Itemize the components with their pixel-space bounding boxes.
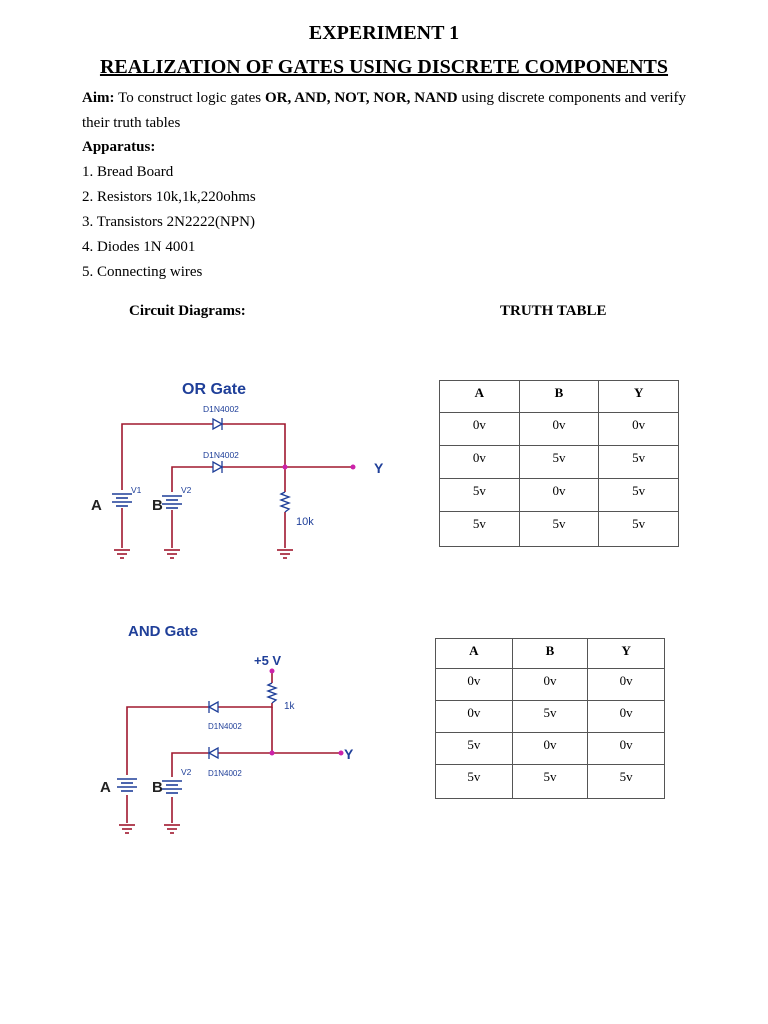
page-title: EXPERIMENT 1 xyxy=(308,22,460,44)
table-cell: 0v xyxy=(439,412,520,446)
table-cell: 0v xyxy=(598,412,679,446)
or-battery-a-icon xyxy=(112,493,132,507)
or-truth-table: A B Y 0v 0v 0v 0v 5v 5v 5v 0v 5v 5v 5v 5… xyxy=(439,380,679,547)
or-junction-node xyxy=(282,464,288,470)
or-diode-2-icon xyxy=(212,460,224,474)
and-diode-1-icon xyxy=(207,700,219,714)
table-cell: 5v xyxy=(598,445,679,479)
apparatus-label: Apparatus: xyxy=(82,139,156,155)
table-cell: 0v xyxy=(587,668,665,701)
table-cell: 5v xyxy=(598,478,679,512)
table-cell: 0v xyxy=(511,732,589,765)
or-input-b-label: B xyxy=(152,497,163,514)
or-diode-1-label: D1N4002 xyxy=(203,404,239,414)
table-row: 5v 0v 5v xyxy=(439,478,679,512)
aim-gates: OR, AND, NOT, NOR, NAND xyxy=(264,90,458,106)
and-gate-circuit: AND Gate +5 V 1k D1N4002 D1N4002 V2 A B … xyxy=(100,623,354,834)
aim-paragraph: Aim: To construct logic gates OR, AND, N… xyxy=(82,86,686,136)
and-diode-1-label: D1N4002 xyxy=(208,722,242,731)
table-cell: 5v xyxy=(435,732,513,765)
table-row: 5v 5v 5v xyxy=(435,764,665,799)
and-ground-symbols xyxy=(119,824,180,834)
and-battery-b-icon xyxy=(162,780,182,794)
and-diode-2-icon xyxy=(207,746,219,760)
or-output-label: Y xyxy=(374,460,384,476)
apparatus-item: 1. Bread Board xyxy=(82,164,174,180)
and-resistor-label: 1k xyxy=(284,701,296,712)
and-v2-label: V2 xyxy=(181,767,192,777)
table-header: B xyxy=(511,638,589,669)
or-resistor-icon xyxy=(279,491,291,513)
and-resistor-icon xyxy=(266,682,278,704)
table-cell: 0v xyxy=(587,732,665,765)
table-cell: 0v xyxy=(435,668,513,701)
and-supply-label: +5 V xyxy=(254,653,281,668)
page-subtitle: REALIZATION OF GATES USING DISCRETE COMP… xyxy=(99,56,669,78)
and-junction-node xyxy=(269,750,275,756)
table-cell: 5v xyxy=(587,764,665,799)
table-header: A xyxy=(439,380,520,413)
and-input-b-label: B xyxy=(152,779,163,796)
apparatus-item: 4. Diodes 1N 4001 xyxy=(82,239,196,255)
and-supply-node xyxy=(269,668,275,674)
and-diode-2-label: D1N4002 xyxy=(208,769,242,778)
table-cell: 5v xyxy=(518,445,600,479)
and-output-node xyxy=(338,750,344,756)
table-row: 5v 5v 5v xyxy=(439,511,679,547)
truth-table-caption: TRUTH TABLE xyxy=(500,303,607,319)
aim-pre: To construct logic gates xyxy=(114,90,265,106)
table-row: 5v 0v 0v xyxy=(435,732,665,765)
table-cell: 5v xyxy=(435,764,513,799)
table-cell: 5v xyxy=(511,764,589,799)
table-cell: 5v xyxy=(518,511,600,547)
table-header: B xyxy=(518,380,600,413)
table-row: 0v 0v 0v xyxy=(439,412,679,446)
or-battery-b-icon xyxy=(162,495,182,509)
apparatus-item: 2. Resistors 10k,1k,220ohms xyxy=(82,189,256,205)
table-row: 0v 0v 0v xyxy=(435,668,665,701)
apparatus-item: 5. Connecting wires xyxy=(82,264,203,280)
table-cell: 0v xyxy=(518,412,600,446)
and-output-label: Y xyxy=(344,746,354,762)
or-gate-circuit: OR Gate D1N4002 D1N4002 V1 V2 A B 10k Y xyxy=(91,381,384,559)
table-cell: 5v xyxy=(511,700,589,733)
table-cell: 5v xyxy=(598,511,679,547)
or-diode-2-label: D1N4002 xyxy=(203,450,239,460)
aim-post: using discrete components and verify the… xyxy=(82,90,687,131)
or-input-a-label: A xyxy=(91,497,102,514)
table-cell: 0v xyxy=(518,478,600,512)
or-wires xyxy=(121,423,353,548)
table-header: A xyxy=(435,638,513,669)
table-header: Y xyxy=(587,638,665,669)
or-resistor-label: 10k xyxy=(296,516,314,528)
table-cell: 0v xyxy=(511,668,589,701)
or-ground-symbols xyxy=(114,549,293,559)
or-output-node xyxy=(350,464,356,470)
or-v1-label: V1 xyxy=(131,485,142,495)
table-cell: 0v xyxy=(439,445,520,479)
table-cell: 5v xyxy=(439,511,520,547)
or-diode-1-icon xyxy=(212,417,224,431)
table-header: Y xyxy=(598,380,679,413)
and-battery-a-icon xyxy=(117,778,137,792)
and-truth-table: A B Y 0v 0v 0v 0v 5v 0v 5v 0v 0v 5v 5v 5… xyxy=(435,638,665,799)
or-gate-title: OR Gate xyxy=(182,381,246,398)
and-input-a-label: A xyxy=(100,779,111,796)
apparatus-item: 3. Transistors 2N2222(NPN) xyxy=(82,214,255,230)
or-v2-label: V2 xyxy=(181,485,192,495)
table-cell: 0v xyxy=(587,700,665,733)
table-row: 0v 5v 0v xyxy=(435,700,665,733)
table-cell: 5v xyxy=(439,478,520,512)
and-gate-title: AND Gate xyxy=(128,623,198,640)
and-wires xyxy=(126,671,341,823)
circuit-diagrams-caption: Circuit Diagrams: xyxy=(129,303,246,319)
table-cell: 0v xyxy=(435,700,513,733)
aim-label: Aim: xyxy=(82,90,115,106)
table-row: 0v 5v 5v xyxy=(439,445,679,479)
